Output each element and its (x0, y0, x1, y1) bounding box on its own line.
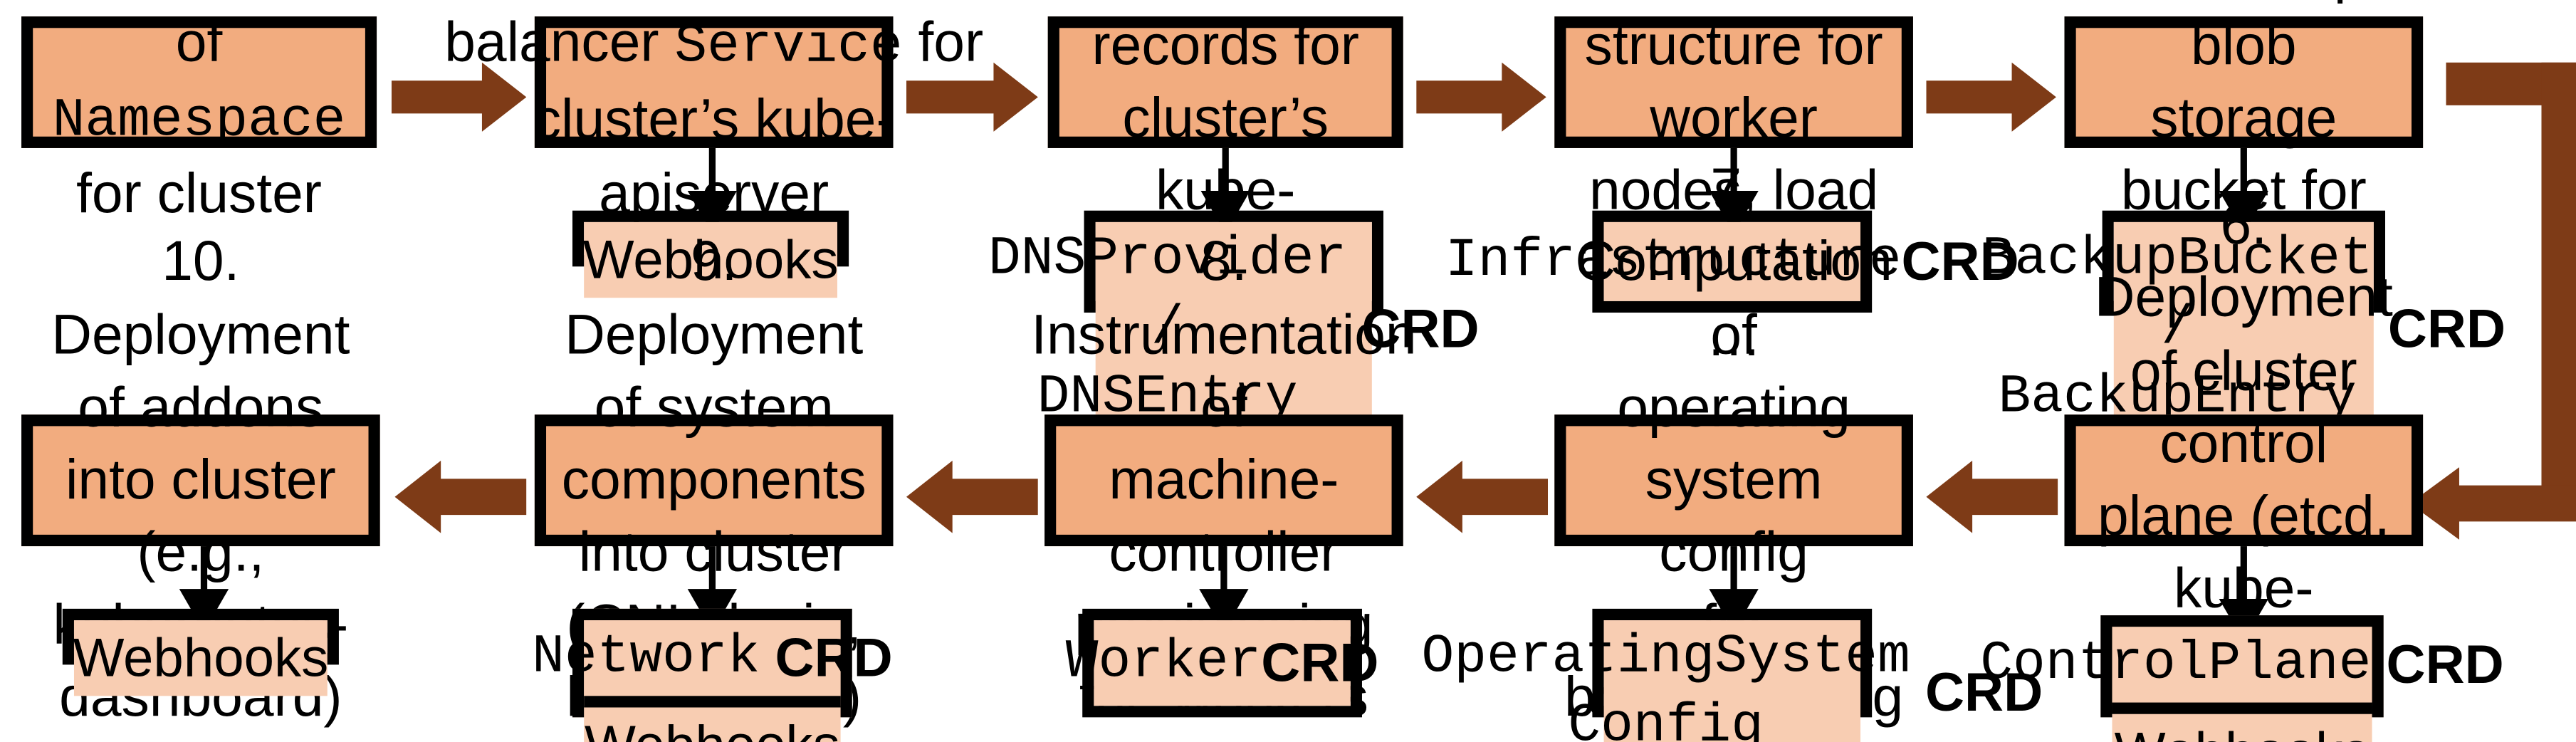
arrow-step1-to-step2 (391, 62, 527, 132)
arrow-step6-to-step7 (1926, 460, 2058, 533)
connector-step9-to-artifacts (708, 546, 716, 599)
arrow-step8-to-step9 (906, 460, 1038, 533)
artifact-stack-step10[interactable]: Webhooks (62, 608, 339, 696)
artifact-stack-step2[interactable]: Webhooks (572, 210, 849, 298)
connector-step10-to-artifacts (200, 546, 208, 599)
artifact-stack-step3[interactable]: DNSProvider /DNSEntry CRD (988, 210, 1480, 437)
artifact-webhooks-step9[interactable]: Webhooks (584, 696, 841, 742)
arrow-step2-to-step3 (906, 62, 1038, 132)
artifact-webhooks-step10[interactable]: Webhooks (73, 620, 328, 696)
connector-step2-to-artifacts (708, 147, 716, 201)
step-box-2[interactable]: 2. Creation of loadbalancer Service forc… (444, 0, 983, 224)
artifact-webhooks-step2[interactable]: Webhooks (583, 221, 839, 298)
artifact-stack-step6[interactable]: ControlPlane CRD Webhooks (1980, 615, 2504, 742)
artifact-crd-dns[interactable]: DNSProvider /DNSEntry CRD (988, 221, 1480, 437)
step-box-5[interactable]: 5. Preparation of backupblob storage buc… (2064, 0, 2424, 368)
connector-step8-to-artifacts (1220, 546, 1227, 599)
connector-step7-to-artifacts (1730, 546, 1737, 599)
artifact-crd-controlplane[interactable]: ControlPlane CRD (1980, 627, 2504, 704)
arrow-step7-to-step8 (1416, 460, 1549, 533)
arrow-step9-to-step10 (394, 460, 527, 533)
artifact-stack-step9[interactable]: Network CRD Webhooks (532, 608, 893, 742)
step-box-8[interactable]: 8. Instrumentation ofmachine-controllerp… (1031, 231, 1416, 729)
connector-step6-to-artifacts (2240, 546, 2247, 609)
arrow-step4-to-step5 (1926, 62, 2056, 132)
connector-step3-to-artifacts (1222, 147, 1229, 201)
artifact-crd-network[interactable]: Network CRD (532, 620, 893, 696)
wrap-connector-vertical-segment (2541, 62, 2576, 507)
arrow-step3-to-step4 (1416, 62, 1546, 132)
connector-step4-to-artifacts (1730, 147, 1737, 201)
connector-step5-to-artifacts (2240, 147, 2247, 201)
step-box-3[interactable]: 3. Creation of DNSrecords for cluster’sk… (1047, 0, 1403, 295)
arrow-step5-to-step6 (2409, 467, 2576, 540)
step-box-4[interactable]: 4. Preparation of infra-structure for wo… (1554, 0, 1913, 368)
artifact-webhooks-step6[interactable]: Webhooks (2112, 703, 2372, 742)
